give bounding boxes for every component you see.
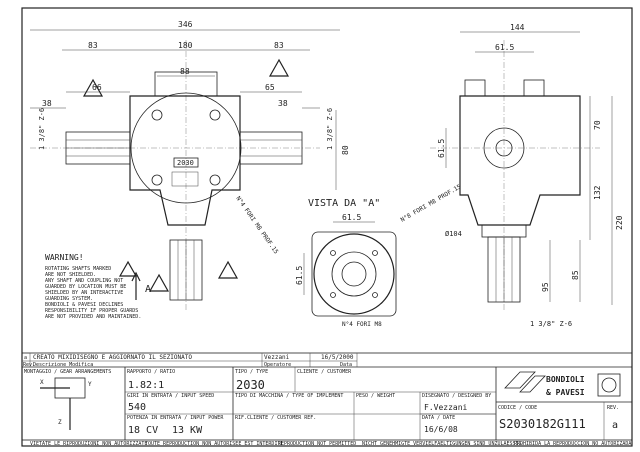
designer-label: DISEGNATO / DESIGNED BY	[422, 393, 491, 399]
designer-value: F.Vezzani	[424, 403, 468, 412]
ratio-value: 1.82:1	[128, 380, 164, 391]
dim-bolt-spacing: 88	[180, 67, 190, 76]
side-dim-mid: 132	[593, 185, 602, 200]
footer-notice-en: REPRODUCTION NOT PERMITTED	[278, 441, 356, 447]
holes-note: N°4 FORI M8 PROF.15	[234, 195, 279, 256]
view-a-dim-v: 61.5	[295, 266, 304, 285]
dim-overall: 346	[178, 20, 193, 29]
power-kw: 13 KW	[172, 425, 203, 436]
view-marker: A	[145, 284, 151, 295]
warning-triangle-icon	[148, 273, 170, 292]
warning-line: RESPONSIBILITY IF PROPER GUARDS	[45, 308, 138, 314]
axis-y-label: Y	[88, 381, 92, 388]
side-dim-shaft-b: 85	[571, 270, 580, 280]
weight-label: PESO / WEIGHT	[356, 393, 395, 399]
date-value: 16/6/08	[424, 425, 458, 434]
implement-label: TIPO DI MACCHINA / TYPE OF IMPLEMENT	[235, 393, 343, 399]
warning-line: ROTATING SHAFTS MARKED	[45, 266, 111, 272]
side-dim-bolt: 61.5	[495, 43, 514, 52]
rev-desc-header: Descrizione Modifica	[33, 362, 93, 368]
side-dim-shaft-a: 95	[541, 282, 550, 292]
rev-label: REV.	[607, 405, 619, 411]
dim-left: 83	[88, 41, 98, 50]
drawing-frame	[21, 7, 633, 447]
power-label: POTENZA IN ENTRATA / INPUT POWER	[127, 415, 224, 421]
speed-label: GIRI IN ENTRATA / INPUT SPEED	[127, 393, 214, 399]
footer-notice-de: NICHT GENEHMIGTE VERVIELFAELTIGUNGEN SIN…	[362, 441, 522, 447]
dim-height: 80	[341, 145, 350, 155]
dim-right-inner: 65	[265, 83, 275, 92]
type-label: TIPO / TYPE	[235, 369, 268, 375]
view-a-dim-h: 61.5	[342, 213, 361, 222]
axis-z-label: Z	[58, 419, 62, 426]
arrangement-label: MONTAGGIO / GEAR ARRANGEMENTS	[24, 369, 111, 375]
rev-value: a	[612, 420, 618, 431]
warning-line: ANY SHAFT AND COUPLING NOT	[45, 278, 123, 284]
company-logo: BONDIOLI & PAVESI	[504, 371, 621, 397]
dim-right-spline: 1 3/8" Z-6	[326, 108, 334, 150]
dim-left-shaft: 38	[42, 99, 52, 108]
type-value: 2030	[236, 378, 265, 392]
dim-right-shaft: 38	[278, 99, 288, 108]
svg-text:& PAVESI: & PAVESI	[546, 388, 585, 397]
dim-left-spline: 1 3/8" Z-6	[38, 108, 46, 150]
code-label: CODICE / CODE	[498, 405, 537, 411]
nameplate	[173, 157, 199, 168]
rev-operator-header: Operatore	[264, 362, 291, 368]
side-holes-note: N°8 FORI M8 PROF.15	[400, 183, 463, 224]
warning-triangle-icon	[268, 58, 290, 77]
warning-line: ARE NOT SHIELDED.	[45, 272, 96, 278]
side-dim-width: 144	[510, 23, 525, 32]
date-label: DATA / DATE	[422, 415, 455, 421]
warning-line: BONDIOLI & PAVESI DECLINES	[45, 302, 123, 308]
code-value: S2030182G111	[499, 417, 586, 431]
svg-text:BONDIOLI: BONDIOLI	[546, 375, 585, 384]
rev-header: Rev.	[23, 362, 35, 368]
view-a-title: VISTA DA "A"	[308, 198, 380, 209]
rev-date-header: Data	[340, 362, 352, 368]
warning-triangle-icon	[82, 78, 104, 97]
customer-label: CLIENTE / CUSTOMER	[297, 369, 352, 375]
footer-notice-it: VIETATE LE RIPRODUZIONI NON AUTORIZZATE	[30, 441, 147, 447]
warning-line: GUARDED BY LOCATION MUST BE	[45, 284, 126, 290]
view-a: VISTA DA "A" 61.5 61.5 N°4 FORI M8	[295, 198, 397, 328]
dim-right: 83	[274, 41, 284, 50]
view-a-holes-note: N°4 FORI M8	[342, 321, 382, 328]
warning-notice: WARNING! ROTATING SHAFTS MARKED ARE NOT …	[45, 253, 141, 320]
axis-x-label: X	[40, 379, 44, 386]
side-view: 144 61.5 70 61.5 132 220 95 85 1 3/8" Z-…	[400, 23, 625, 328]
footer-notice-fr: TOUTE REPRODUCTION NON AUTORISEE EST INT…	[145, 441, 283, 447]
side-dim-upper: 70	[593, 120, 602, 130]
rev-operator: Vezzani	[264, 354, 290, 361]
side-dim-diameter: Ø104	[445, 230, 462, 238]
rev-letter: a	[24, 355, 27, 361]
dim-center: 180	[178, 41, 193, 50]
side-dim-spline: 1 3/8" Z-6	[530, 320, 572, 328]
footer-notice-es: PROHIBIDA LA REPRODUCCION NO AUTORIZADA	[514, 441, 631, 447]
side-dim-total: 220	[615, 215, 624, 230]
warning-line: GUARDING SYSTEM.	[45, 296, 93, 302]
ratio-label: RAPPORTO / RATIO	[127, 369, 175, 375]
rev-description: CREATO MIXIDISEGNO E AGGIORNATO IL SEZIO…	[33, 354, 192, 361]
gear-arrangement-symbol: X Y Z	[40, 377, 92, 430]
power-cv: 18 CV	[128, 425, 158, 436]
side-dim-flange: 61.5	[437, 139, 446, 158]
warning-triangle-icon	[118, 260, 138, 277]
warning-line: ARE NOT PROVIDED AND MAINTAINED.	[45, 314, 141, 320]
nameplate-text: 2030	[177, 159, 194, 167]
rev-date: 16/5/2000	[321, 354, 354, 361]
warning-title: WARNING!	[45, 253, 84, 262]
speed-value: 540	[128, 402, 146, 413]
title-block: a CREATO MIXIDISEGNO E AGGIORNATO IL SEZ…	[21, 352, 633, 441]
customer-ref-label: RIF.CLIENTE / CUSTOMER REF.	[235, 415, 316, 421]
warning-triangle-icon	[217, 260, 239, 279]
warning-line: SHIELDED BY AN INTERACTIVE	[45, 290, 123, 296]
